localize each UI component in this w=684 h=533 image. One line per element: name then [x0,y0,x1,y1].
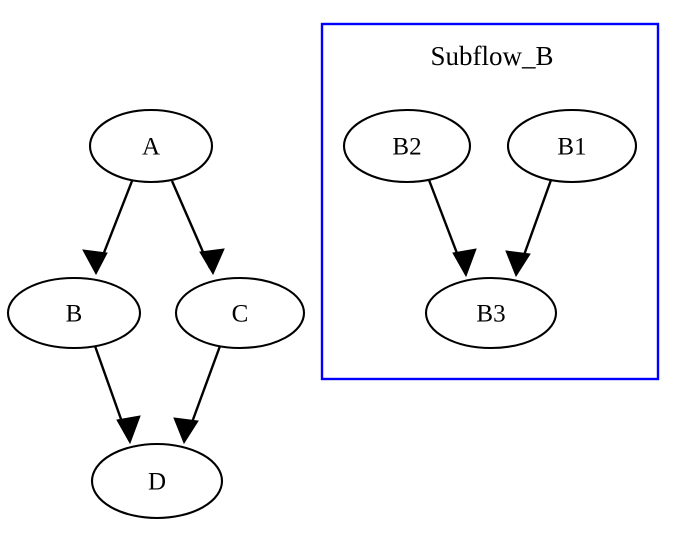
node-b-shape [6,276,142,350]
edge-a-to-c[interactable] [170,180,225,276]
edge-b-to-d[interactable] [93,345,141,445]
node-a[interactable]: A [88,108,214,184]
node-c[interactable]: C [174,276,306,350]
edge-c-to-d[interactable] [173,345,222,445]
node-b-label: B [66,301,83,328]
edge-a-to-b[interactable] [82,180,134,276]
edge-c-to-d-arrowhead [173,417,199,445]
node-d-label: D [148,469,166,496]
node-b3-label: B3 [476,301,505,328]
node-b1-shape [506,108,638,184]
node-d[interactable]: D [90,442,224,520]
edge-b1-to-b3-arrowhead [505,250,531,278]
edge-b2-to-b3-arrowhead [452,248,477,278]
edge-b-to-d-arrowhead [116,415,141,445]
edge-a-to-c-arrowhead [199,248,225,276]
cluster-subflow-b-border [320,22,660,381]
edge-b1-to-b3[interactable] [505,179,553,278]
node-layer: A B C D B2 B1 [6,108,638,520]
node-c-label: C [232,301,249,328]
node-b2-label: B2 [392,134,421,161]
node-d-shape [90,442,224,520]
node-b3[interactable]: B3 [424,276,558,350]
cluster-subflow-b-label: Subflow_B [430,41,553,71]
cluster-subflow-b[interactable]: Subflow_B [320,22,660,381]
edge-a-to-b-arrowhead [82,249,108,276]
node-a-label: A [142,134,160,161]
node-b3-shape [424,276,558,350]
edge-layer [82,179,553,445]
node-a-shape [88,108,214,184]
edge-b2-to-b3[interactable] [427,179,477,278]
node-c-shape [174,276,306,350]
node-b[interactable]: B [6,276,142,350]
node-b2-shape [342,108,472,184]
node-b1[interactable]: B1 [506,108,638,184]
node-b1-label: B1 [557,134,586,161]
node-b2[interactable]: B2 [342,108,472,184]
